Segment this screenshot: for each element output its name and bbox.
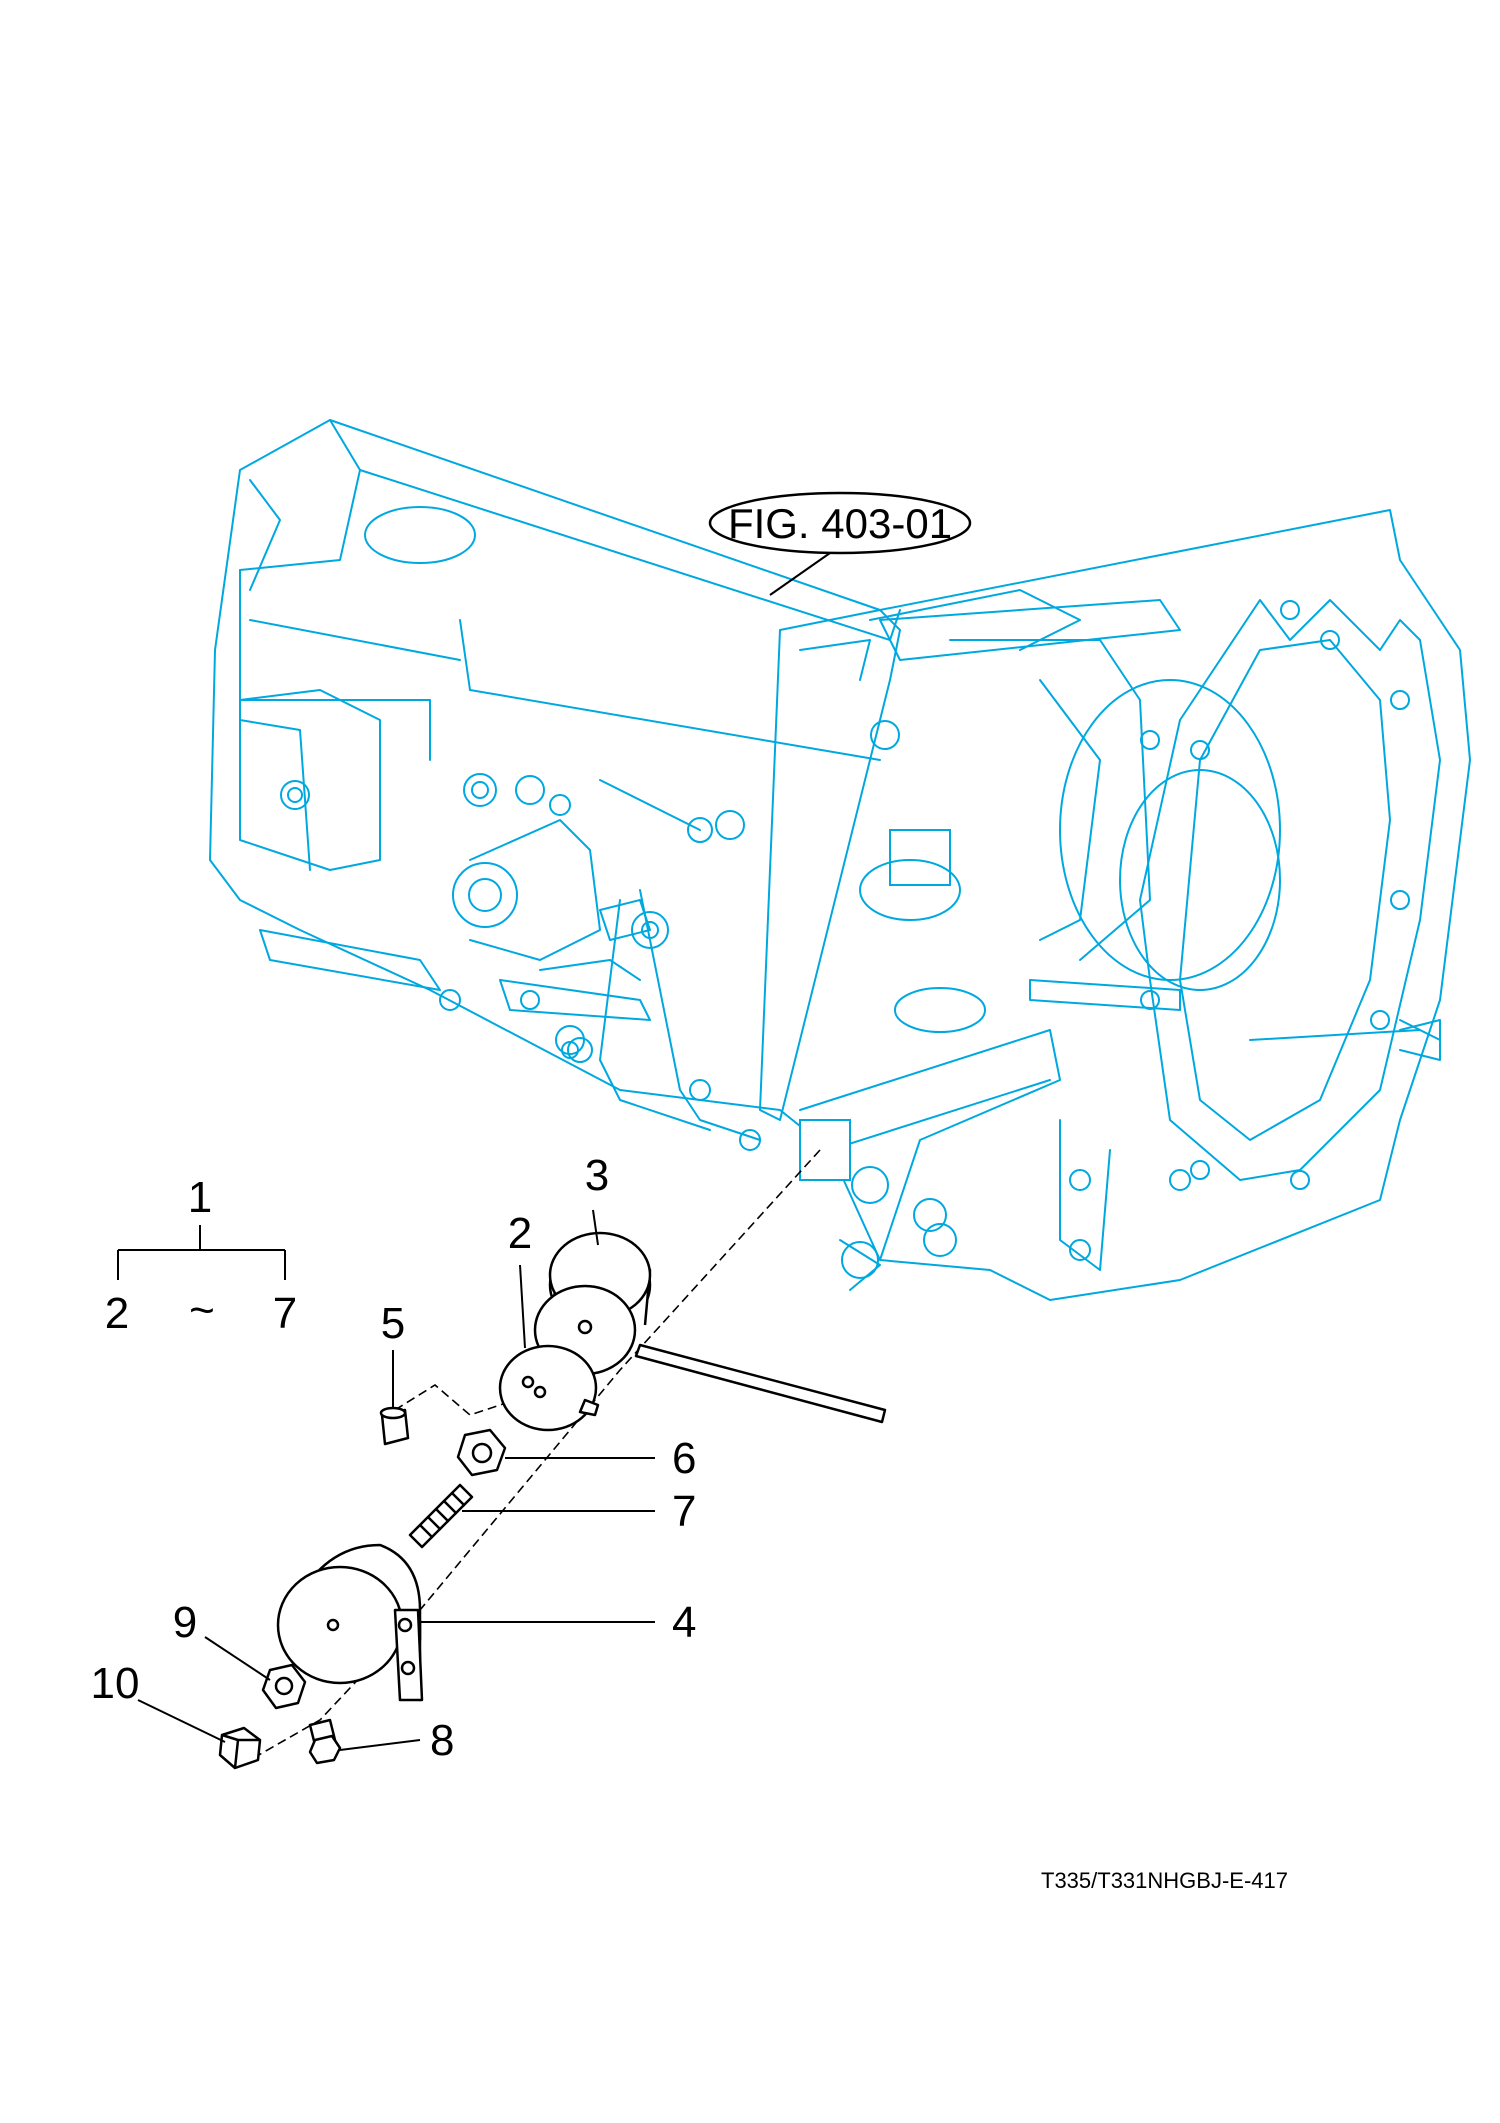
callout-2[interactable]: 2	[508, 1209, 532, 1258]
callout-4[interactable]: 4	[672, 1598, 696, 1647]
part-3-cylinder	[533, 1231, 887, 1424]
transmission-housing-illustration	[209, 419, 1471, 1301]
pin-centerline	[394, 1384, 531, 1416]
callout-9[interactable]: 9	[173, 1598, 197, 1647]
part-8-bolt	[308, 1718, 342, 1765]
fig-reference[interactable]: FIG. 403-01	[708, 491, 972, 596]
part-7-stud	[408, 1483, 474, 1549]
callout-7[interactable]: 7	[672, 1487, 696, 1536]
callout-range-to[interactable]: 7	[273, 1289, 297, 1338]
leader-lines	[137, 1209, 655, 1751]
callout-10[interactable]: 10	[91, 1659, 140, 1708]
document-id: T335/T331NHGBJ-E-417	[1041, 1868, 1288, 1893]
part-6-nut	[456, 1428, 507, 1477]
part-9-nut	[261, 1663, 307, 1710]
callout-3[interactable]: 3	[585, 1151, 609, 1200]
part-5-pin	[379, 1406, 410, 1446]
callout-range-from[interactable]: 2	[105, 1289, 129, 1338]
callout-1[interactable]: 1	[188, 1173, 212, 1222]
assembly-centerline	[249, 1149, 821, 1761]
callout-range-separator: ~	[189, 1286, 215, 1335]
callout-8[interactable]: 8	[430, 1716, 454, 1765]
part-4-housing	[276, 1543, 424, 1702]
assembly-bracket	[117, 1225, 286, 1280]
callout-6[interactable]: 6	[672, 1434, 696, 1483]
part-2-plate	[498, 1344, 600, 1432]
callout-5[interactable]: 5	[381, 1299, 405, 1348]
part-10-bolt	[218, 1726, 262, 1770]
fig-reference-label: FIG. 403-01	[728, 500, 952, 547]
